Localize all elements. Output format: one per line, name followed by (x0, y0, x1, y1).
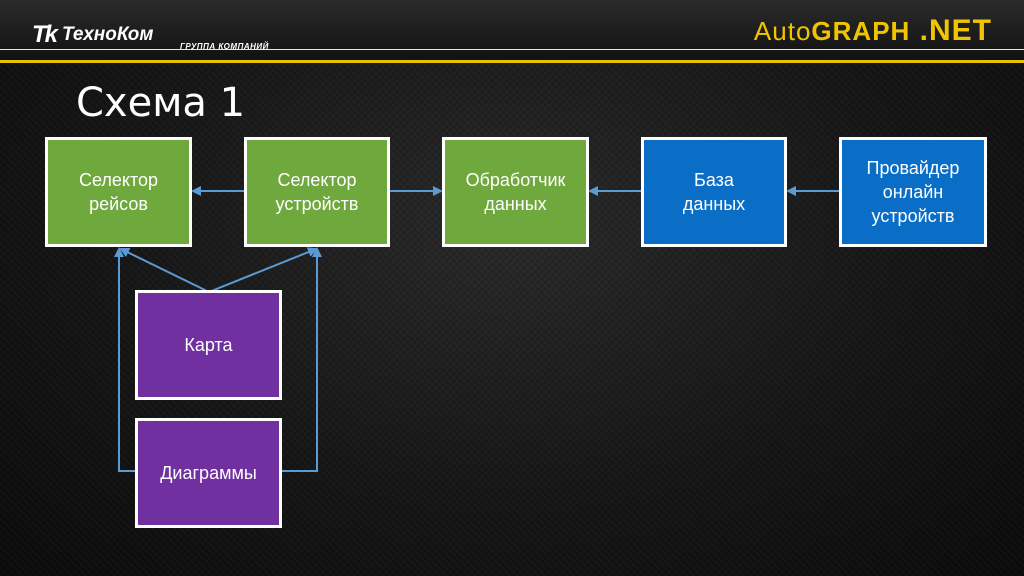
header-divider (0, 49, 1024, 50)
company-tagline: ГРУППА КОМПАНИЙ (180, 42, 269, 51)
edge-map-to-device (208, 247, 318, 293)
technokom-logo-icon: Tk (31, 21, 58, 48)
node-label: Селектор устройств (275, 169, 359, 214)
header-accent-line (0, 60, 1024, 63)
brand-part-net: .NET (910, 14, 992, 47)
node-online-provider: Провайдер онлайн устройств (839, 137, 987, 247)
node-label: Обработчик данных (465, 169, 566, 214)
edge-charts-to-device (281, 247, 322, 472)
header-bar (0, 0, 1024, 62)
node-map: Карта (135, 290, 282, 400)
company-name: ТехноКом (62, 24, 154, 45)
edge-map-to-trip (119, 248, 210, 293)
node-database: База данных (641, 137, 787, 247)
autograph-logo: AutoGRAPH .NET (754, 14, 992, 48)
node-label: Диаграммы (160, 462, 257, 483)
brand-part-graph: GRAPH (811, 16, 911, 46)
node-label: Провайдер онлайн устройств (866, 157, 960, 227)
node-label: База данных (682, 169, 746, 214)
brand-part-auto: Auto (753, 16, 812, 46)
edge-charts-to-trip (114, 247, 137, 472)
node-charts: Диаграммы (135, 418, 282, 528)
node-label: Селектор рейсов (78, 169, 159, 214)
node-trip-selector: Селектор рейсов (45, 137, 192, 247)
node-device-selector: Селектор устройств (244, 137, 390, 247)
node-data-handler: Обработчик данных (442, 137, 589, 247)
slide-title: Схема 1 (76, 80, 246, 126)
node-label: Карта (184, 334, 233, 355)
